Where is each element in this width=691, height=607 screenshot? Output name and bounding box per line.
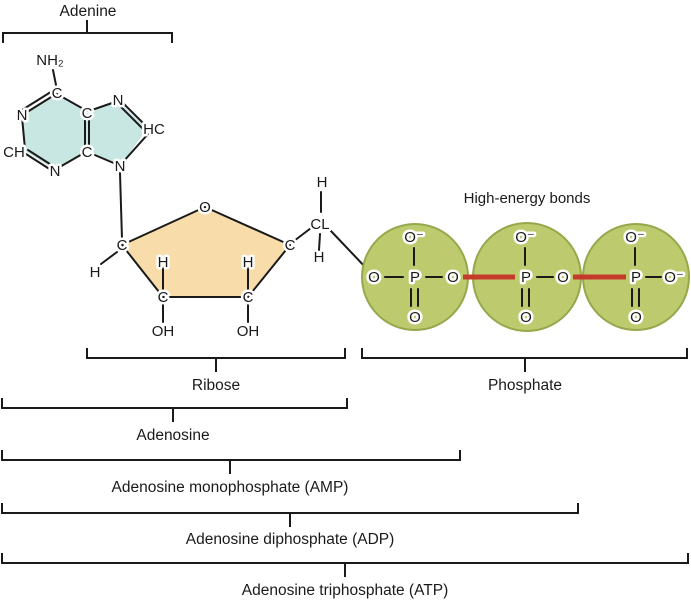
phosphate-group: High-energy bonds O P O O⁻ O P O O⁻ O	[361, 190, 690, 332]
ribose-atom-h-c3: H	[243, 254, 254, 271]
amp-label: Adenosine monophosphate (AMP)	[112, 479, 349, 496]
adenine-atom-c2h: CH	[3, 144, 25, 161]
bond-n9-c4	[89, 152, 117, 165]
bond-n3-c4	[57, 152, 85, 169]
p1-atom-p: P	[410, 269, 420, 286]
adenine-atom-n1: N	[17, 107, 28, 124]
ribose-atom-c2: C	[158, 289, 169, 306]
bond-c4-c5	[293, 227, 312, 242]
adenine-atom-c6: C	[52, 85, 63, 102]
bond-c5-h-bottom	[318, 233, 321, 251]
p1-atom-o-right: O	[447, 269, 459, 286]
bond-c1-h	[100, 251, 118, 265]
adenine-atom-n9: N	[115, 158, 126, 175]
adenine-atom-n7: N	[113, 92, 124, 109]
p3-atom-o-right: O⁻	[664, 269, 684, 286]
adenine-pentagon-ring	[87, 100, 147, 166]
ribose-atom-h-c5-bottom: H	[314, 249, 325, 266]
adenine-atom-c4: C	[82, 144, 93, 161]
ribose-group: O C C C C H H H OH OH CL H H	[87, 172, 369, 343]
adenine-group: NH₂ C N CH N C C N HC N	[1, 50, 167, 240]
p3-atom-o-bottom: O	[630, 309, 642, 326]
adenine-atom-c5: C	[82, 105, 93, 122]
atp-bracket	[1, 553, 689, 577]
adenine-atom-c8h: HC	[143, 121, 165, 138]
ribose-atom-h-c2: H	[158, 254, 169, 271]
p1-atom-o-top: O⁻	[404, 229, 424, 246]
adp-bracket	[1, 503, 579, 527]
bond-c8-n9	[122, 133, 149, 163]
p2-atom-p: P	[521, 269, 531, 286]
bond-c6-n1-a	[21, 89, 55, 111]
bond-c5-c6	[56, 93, 88, 112]
ribose-pentagon	[121, 206, 291, 298]
bond-c2-n3-b	[25, 153, 52, 171]
bond-n1-c2	[21, 116, 26, 150]
p1-atom-o-left: O	[368, 269, 380, 286]
p2-atom-o-top: O⁻	[515, 229, 535, 246]
atp-label: Adenosine triphosphate (ATP)	[242, 582, 449, 599]
adenosine-bracket	[1, 398, 348, 422]
adenine-atom-n3: N	[50, 163, 61, 180]
ribose-bracket	[86, 348, 346, 372]
ribose-atom-c3: C	[243, 289, 254, 306]
ribose-atom-o: O	[199, 199, 211, 216]
bond-c6-n1-b	[23, 93, 57, 115]
p2-atom-o-right: O	[557, 269, 569, 286]
p1-atom-o-bottom: O	[409, 309, 421, 326]
amp-bracket	[1, 450, 461, 474]
bond-c2-n3-a	[27, 149, 54, 167]
bond-c5-o-phosphate	[329, 229, 369, 271]
adenine-label: Adenine	[60, 3, 117, 20]
p3-atom-p: P	[631, 269, 641, 286]
ribose-atom-h-c1: H	[90, 264, 101, 281]
ribose-atom-c5: CL	[310, 216, 329, 233]
p2-atom-o-bottom: O	[520, 309, 532, 326]
p3-atom-o-top: O⁻	[625, 229, 645, 246]
bond-n9-ribose-c1	[119, 172, 123, 240]
adenine-hexagon-ring	[22, 93, 87, 170]
ribose-atom-oh-c2: OH	[152, 323, 175, 340]
high-energy-bonds-label: High-energy bonds	[464, 190, 591, 207]
ribose-atom-h-c5-top: H	[317, 174, 328, 191]
ribose-label: Ribose	[192, 377, 240, 394]
phosphate-bracket	[361, 348, 688, 372]
ribose-atom-oh-c3: OH	[237, 323, 260, 340]
bond-c5-n7	[88, 101, 116, 112]
bracket-annotations: Adenine Ribose Phosphate Adenosine Adeno…	[1, 3, 689, 599]
ribose-atom-c4: C	[285, 237, 296, 254]
bond-nh2-c6	[52, 69, 57, 86]
ribose-atom-c1: C	[117, 237, 128, 254]
adenine-bracket	[2, 20, 173, 43]
adenine-atom-nh2: NH₂	[36, 52, 64, 69]
adp-label: Adenosine diphosphate (ADP)	[186, 531, 395, 548]
bond-n7-c8-a	[120, 100, 147, 127]
adenosine-label: Adenosine	[136, 427, 209, 444]
phosphate-label: Phosphate	[488, 377, 562, 394]
bond-n7-c8-b	[117, 103, 144, 130]
